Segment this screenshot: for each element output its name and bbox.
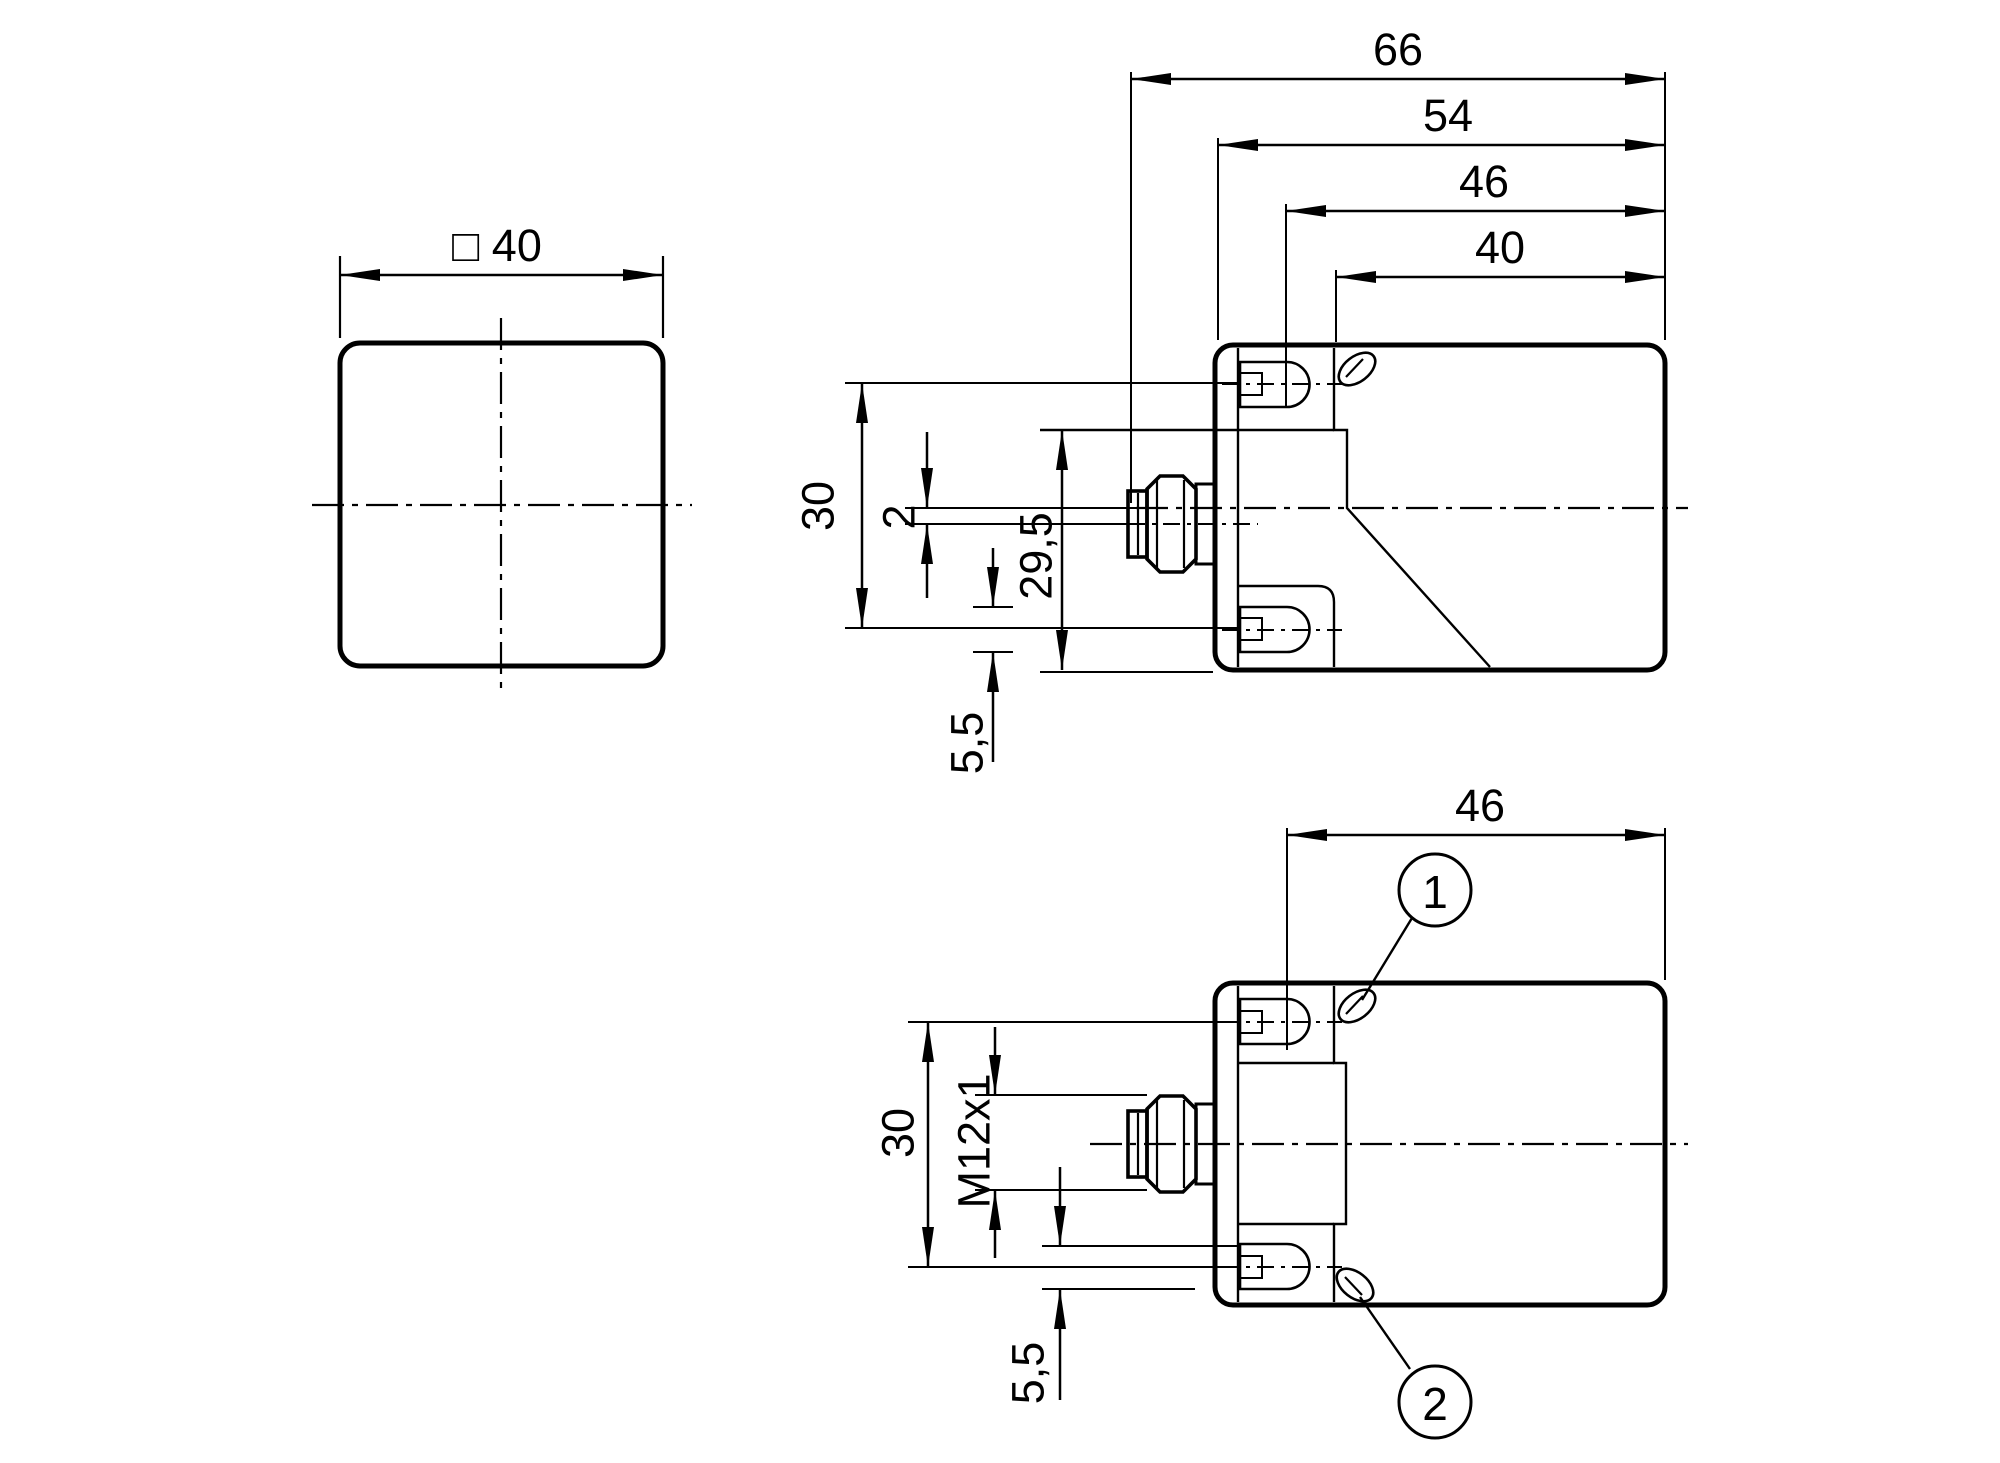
callout-1-label: 1 [1422,866,1448,918]
callout-1-leader [1360,917,1414,1001]
top-slot-bottom [1238,1242,1311,1291]
side-label-5-5: 5,5 [942,712,993,775]
side-label-30: 30 [793,481,844,531]
callout-2-label: 2 [1422,1378,1448,1430]
side-step-contour [1332,348,1491,668]
top-slot-top [1238,997,1311,1046]
side-hole-1 [1337,351,1377,387]
callout-2-leader [1359,1296,1411,1370]
top-hole-2-edge [1344,1276,1363,1296]
side-label-2: 2 [874,504,925,529]
callout-2-circle [1397,1364,1473,1440]
top-label-5-5: 5,5 [1003,1342,1054,1405]
top-hole-2 [1335,1267,1375,1303]
top-label-46: 46 [1455,780,1505,831]
side-step-lower [1238,584,1336,667]
top-label-m12: M12x1 [949,1073,1000,1208]
side-label-54: 54 [1423,90,1473,141]
top-hole-1 [1337,988,1377,1024]
front-width-label: □ 40 [452,220,542,271]
side-label-46: 46 [1459,156,1509,207]
top-label-30: 30 [873,1108,924,1158]
side-label-40: 40 [1475,222,1525,273]
side-hole-1-edge [1345,358,1364,378]
side-slot-top [1238,360,1311,409]
side-connector-nut [1145,474,1198,574]
top-hole-1-edge [1345,995,1364,1015]
side-label-29-5: 29,5 [1011,512,1062,600]
side-slot-bottom [1238,605,1311,654]
callout-1-circle [1397,852,1473,928]
top-connector-nut [1145,1094,1198,1194]
side-label-66: 66 [1373,24,1423,75]
